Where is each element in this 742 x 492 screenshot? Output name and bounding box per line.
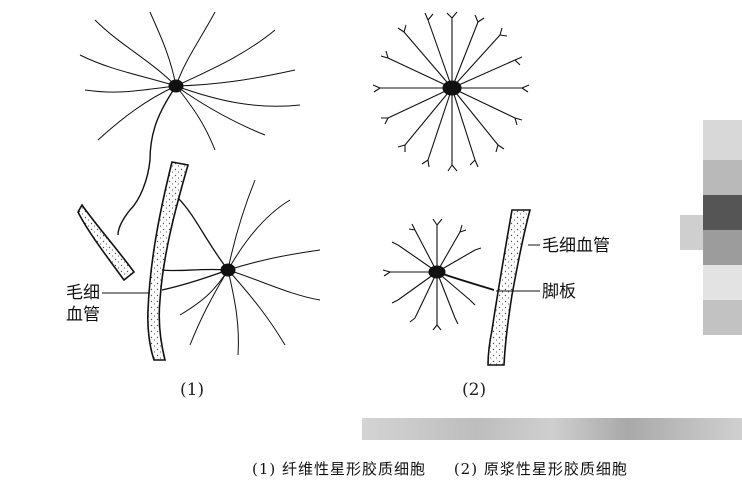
protoplasmic-astrocyte-upper bbox=[372, 11, 530, 172]
panel2-number: (2) bbox=[462, 380, 487, 400]
leader-lines bbox=[102, 244, 540, 294]
protoplasmic-astrocyte-lower bbox=[382, 218, 495, 331]
figure-caption: (1) 纤维性星形胶质细胞 (2) 原浆性星形胶质细胞 bbox=[252, 458, 650, 479]
caption-part2: (2) 原浆性星形胶质细胞 bbox=[453, 460, 628, 478]
fibrous-astrocyte-lower bbox=[161, 179, 321, 356]
blurred-text-bar bbox=[362, 418, 742, 440]
panel2-capillary-label: 毛细血管 bbox=[542, 236, 610, 256]
caption-part1: (1) 纤维性星形胶质细胞 bbox=[252, 460, 427, 478]
panel1-number: (1) bbox=[180, 380, 205, 400]
panel2-endfoot-label: 脚板 bbox=[542, 282, 576, 302]
fibrous-astrocyte-upper bbox=[79, 11, 301, 236]
panel1-capillary-label-line2: 血管 bbox=[66, 305, 100, 325]
panel2-capillary bbox=[487, 209, 532, 366]
panel1-capillaries bbox=[77, 161, 190, 361]
panel1-capillary-label-line1: 毛细 bbox=[66, 283, 100, 303]
